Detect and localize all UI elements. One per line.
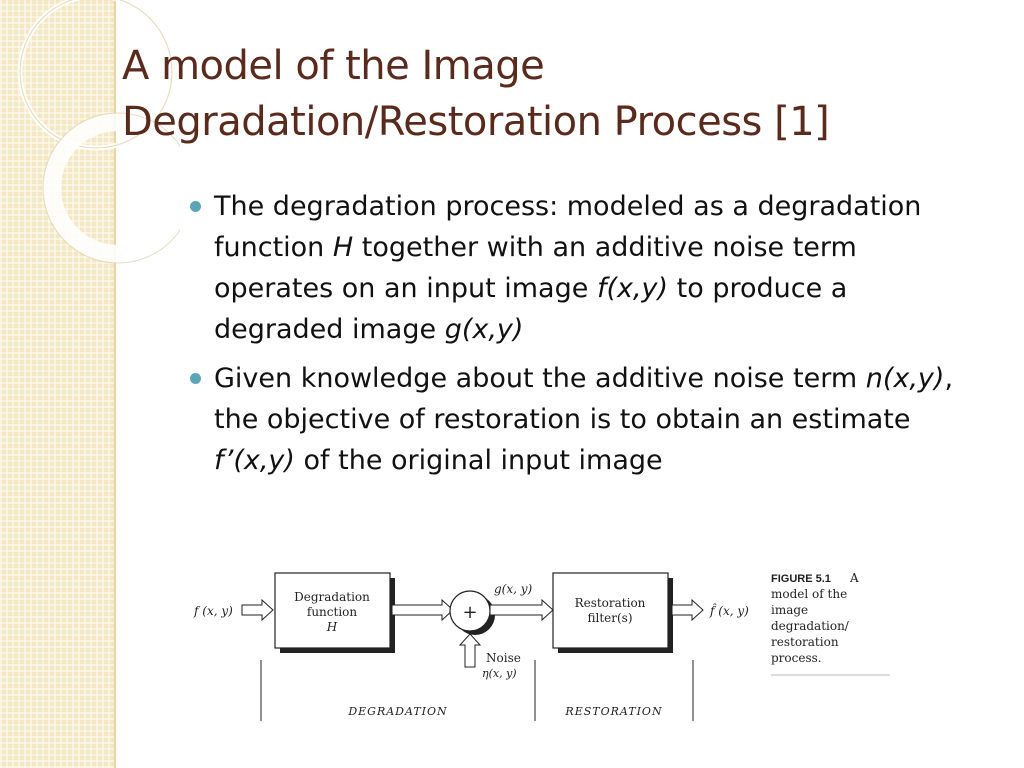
degraded-image-label: g(x, y) — [494, 582, 533, 596]
arrow-to-sum-icon — [391, 598, 454, 622]
input-arrow-icon — [241, 598, 274, 622]
summation-junction: + — [449, 590, 495, 635]
caption-line-6: process. — [771, 651, 822, 665]
restoration-box-line-2: filter(s) — [587, 611, 632, 625]
output-label: f̂ (x, y) — [709, 602, 749, 618]
degradation-box-line-1: Degradation — [294, 590, 370, 604]
noise-function-label: η(x, y) — [482, 667, 517, 680]
input-label: f (x, y) — [193, 604, 233, 618]
title-line-2: Degradation/Restoration Process [1] — [122, 99, 830, 145]
bullet-dot-icon — [190, 373, 201, 384]
degradation-box-line-3: H — [326, 620, 338, 634]
noise-arrow-icon — [458, 633, 482, 668]
caption-line-3: image — [771, 603, 808, 617]
caption-line-1: A — [849, 571, 859, 585]
bullet-emphasis: n(x,y) — [865, 363, 945, 394]
bullet-text: of the original input image — [294, 445, 663, 476]
caption-line-4: degradation/ — [771, 619, 850, 633]
bullet-text: The degradation process: modeled as a de… — [214, 191, 922, 263]
bullet-dot-icon — [190, 201, 201, 212]
caption-line-5: restoration — [771, 635, 839, 649]
degradation-function-box: Degradation function H — [274, 572, 395, 653]
sum-symbol: + — [462, 602, 477, 623]
bullet-text: to produce a degraded image — [214, 273, 848, 345]
bullet-emphasis: f’(x,y) — [214, 445, 295, 476]
bullet-emphasis: f(x,y) — [596, 273, 669, 304]
degradation-section-label: DEGRADATION — [347, 705, 447, 718]
bullet-item-restoration: Given knowledge about the additive noise… — [186, 358, 966, 481]
caption-heading: FIGURE 5.1 — [771, 573, 831, 585]
restoration-section-label: RESTORATION — [564, 705, 662, 718]
bullet-text: Given knowledge about the additive noise… — [214, 363, 866, 394]
bullet-text: together with an additive noise term ope… — [214, 232, 857, 304]
bullet-emphasis: H — [332, 232, 354, 263]
bullet-emphasis: g(x,y) — [444, 314, 524, 345]
bullet-text: , the objective of restoration is to obt… — [214, 363, 954, 435]
arrow-to-restoration-icon — [489, 598, 554, 622]
noise-label: Noise — [486, 651, 521, 665]
bullet-list: The degradation process: modeled as a de… — [186, 186, 966, 489]
title-line-1: A model of the Image — [122, 43, 545, 89]
output-arrow-icon — [671, 598, 704, 622]
restoration-box-line-1: Restoration — [575, 596, 646, 610]
restoration-filter-box: Restoration filter(s) — [552, 572, 673, 653]
page-title: A model of the Image Degradation/Restora… — [122, 38, 1002, 150]
degradation-model-figure: f (x, y) Degradation function H + g(x, y… — [193, 571, 890, 721]
bullet-item-degradation: The degradation process: modeled as a de… — [186, 186, 966, 350]
side-strip-border — [114, 0, 116, 768]
figure-caption: FIGURE 5.1 A model of the image degradat… — [771, 571, 890, 676]
degradation-box-line-2: function — [307, 605, 358, 619]
caption-line-2: model of the — [771, 587, 847, 601]
decorative-circles — [17, 0, 180, 264]
